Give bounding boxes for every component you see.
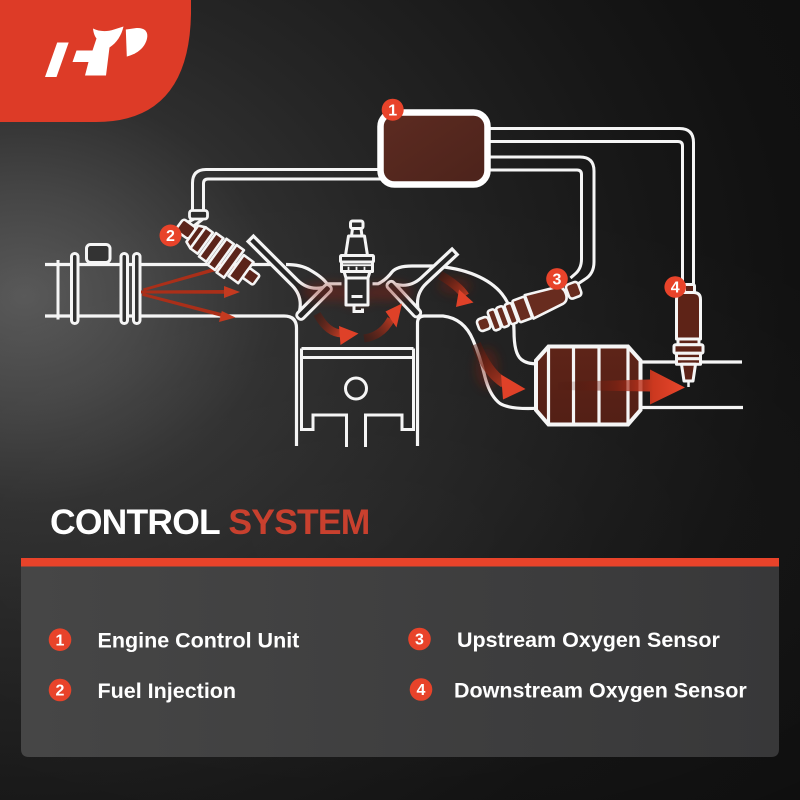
svg-text:1: 1 (388, 102, 397, 119)
svg-text:Fuel Injection: Fuel Injection (98, 679, 237, 703)
svg-text:4: 4 (417, 682, 426, 699)
svg-text:2: 2 (166, 228, 175, 245)
svg-text:CONTROL SYSTEM: CONTROL SYSTEM (50, 502, 370, 542)
svg-text:3: 3 (415, 632, 424, 649)
svg-text:4: 4 (671, 280, 680, 297)
svg-text:1: 1 (56, 632, 65, 649)
svg-text:Downstream Oxygen Sensor: Downstream Oxygen Sensor (454, 678, 747, 702)
svg-text:Upstream Oxygen Sensor: Upstream Oxygen Sensor (457, 628, 721, 652)
svg-text:3: 3 (553, 272, 562, 289)
svg-text:2: 2 (56, 683, 65, 700)
svg-text:Engine Control Unit: Engine Control Unit (98, 629, 300, 653)
